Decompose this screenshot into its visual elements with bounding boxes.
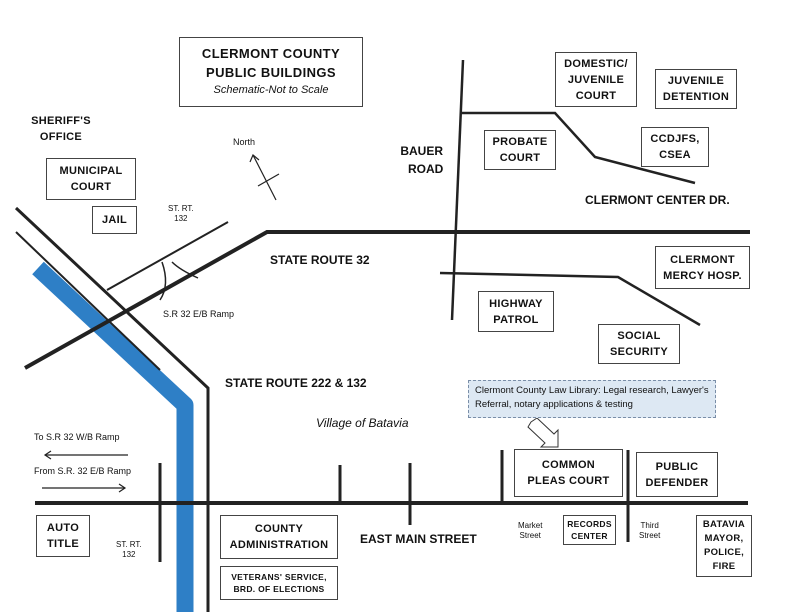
to-wb-ramp-arrow-head: [43, 450, 52, 460]
law-library-arrow: [527, 417, 559, 448]
to-wb-ramp-label: To S.R 32 W/B Ramp: [34, 432, 120, 442]
social-security-line-1: SOCIAL: [617, 330, 661, 342]
compass-crossbar: [257, 173, 280, 187]
village-of-batavia-label: Village of Batavia: [316, 416, 409, 430]
batavia-line-4: FIRE: [712, 561, 736, 572]
interchange-ramp-curve-2: [171, 261, 199, 279]
veterans-line-1: VETERANS' SERVICE,: [231, 572, 327, 582]
veterans-line-2: BRD. OF ELECTIONS: [233, 584, 325, 594]
county-admin-line-1: COUNTY: [254, 523, 304, 535]
market-street-label: Market Street: [518, 521, 542, 541]
st-rt-132-bottom-line-2: 132: [122, 550, 136, 559]
clermont-center-dr-label: CLERMONT CENTER DR.: [585, 193, 730, 207]
bauer-road-label-line-2: ROAD: [408, 162, 444, 176]
common-pleas-line-1: COMMON: [541, 459, 596, 471]
auto-title-line-1: AUTO: [46, 522, 80, 534]
auto-title: AUTO TITLE: [36, 515, 90, 557]
veterans-service-board-of-elections: VETERANS' SERVICE, BRD. OF ELECTIONS: [220, 566, 338, 600]
interchange-ramp-curve: [159, 261, 167, 301]
compass-label: North: [233, 137, 256, 147]
juvenile-detention: JUVENILE DETENTION: [655, 69, 737, 109]
juvenile-detention-line-1: JUVENILE: [667, 75, 725, 87]
title-line-2: PUBLIC BUILDINGS: [206, 65, 336, 80]
st-rt-132-label-bottom: ST. RT. 132: [116, 540, 142, 560]
batavia-line-2: MAYOR,: [704, 533, 744, 544]
juvenile-detention-line-2: DETENTION: [662, 91, 730, 103]
map-subtitle: Schematic-Not to Scale: [213, 84, 329, 96]
records-center: RECORDS CENTER: [563, 515, 616, 545]
state-route-32-label: STATE ROUTE 32: [270, 253, 370, 267]
domestic-court-line-3: COURT: [575, 89, 617, 102]
social-security: SOCIAL SECURITY: [598, 324, 680, 364]
from-eb-ramp-label: From S.R. 32 E/B Ramp: [34, 466, 132, 476]
mercy-hospital-line-1: CLERMONT: [670, 253, 735, 266]
ccdjfs-line-1: CCDJFS,: [650, 133, 700, 145]
highway-patrol-line-2: PATROL: [493, 313, 539, 326]
ccdjfs-line-2: CSEA: [659, 149, 691, 161]
highway-patrol: HIGHWAY PATROL: [478, 291, 554, 332]
state-route-222-road-b: [15, 231, 161, 371]
public-defender-line-1: PUBLIC: [655, 460, 699, 473]
records-center-line-1: RECORDS: [567, 519, 612, 529]
batavia-line-3: POLICE,: [703, 547, 745, 558]
municipal-court: MUNICIPAL COURT: [46, 158, 136, 200]
sr32-eb-ramp-label: S.R 32 E/B Ramp: [163, 309, 235, 319]
municipal-court-line-2: COURT: [70, 181, 112, 193]
third-street-label-line-2: Street: [639, 531, 661, 540]
market-street-label-line-1: Market: [518, 521, 543, 530]
common-pleas-line-2: PLEAS COURT: [527, 475, 610, 487]
bauer-road-label-line-1: BAUER: [400, 144, 443, 158]
domestic-juvenile-court: DOMESTIC/ JUVENILE COURT: [555, 52, 637, 107]
batavia-mayor-police-fire: BATAVIA MAYOR, POLICE, FIRE: [696, 515, 752, 577]
clermont-mercy-hospital: CLERMONT MERCY HOSP.: [655, 246, 750, 289]
state-route-222-label: STATE ROUTE 222 & 132: [225, 376, 367, 390]
auto-title-line-2: TITLE: [46, 538, 80, 550]
clermont-center-drive: [462, 111, 696, 185]
county-administration: COUNTY ADMINISTRATION: [220, 515, 338, 559]
sheriffs-office-line-1: SHERIFF'S: [31, 115, 91, 127]
probate-court: PROBATE COURT: [484, 130, 556, 170]
third-street-label: Third Street: [639, 521, 660, 541]
mercy-road: [439, 271, 701, 327]
market-street-label-line-2: Street: [519, 531, 541, 540]
common-pleas-court: COMMON PLEAS COURT: [514, 449, 623, 497]
ccdjfs-csea: CCDJFS, CSEA: [641, 127, 709, 167]
jail: JAIL: [92, 206, 137, 234]
st-rt-132-label-top: ST. RT. 132: [168, 204, 194, 224]
river: [32, 261, 194, 612]
st-rt-132-top-line-2: 132: [174, 214, 188, 223]
bauer-road-label: BAUER ROAD: [400, 142, 443, 178]
highway-patrol-line-1: HIGHWAY: [489, 297, 543, 310]
title-line-1: CLERMONT COUNTY: [201, 46, 341, 61]
probate-court-line-1: PROBATE: [492, 136, 548, 148]
law-library-note: Clermont County Law Library: Legal resea…: [468, 380, 716, 418]
map-title-box: CLERMONT COUNTY PUBLIC BUILDINGS Schemat…: [179, 37, 363, 107]
domestic-court-line-2: JUVENILE: [567, 73, 625, 86]
probate-court-line-2: COURT: [499, 152, 541, 164]
compass-arrow: [252, 154, 277, 201]
st-rt-132-bottom-line-1: ST. RT.: [116, 540, 142, 549]
public-defender: PUBLIC DEFENDER: [636, 452, 718, 497]
public-defender-line-2: DEFENDER: [645, 476, 709, 489]
state-route-222-road-a: [14, 206, 210, 612]
sheriffs-office: SHERIFF'S OFFICE: [22, 107, 100, 151]
municipal-court-line-1: MUNICIPAL: [59, 165, 123, 177]
social-security-line-2: SECURITY: [609, 346, 669, 358]
batavia-line-1: BATAVIA: [702, 519, 746, 530]
county-admin-line-2: ADMINISTRATION: [229, 539, 329, 551]
east-main-street-label: EAST MAIN STREET: [360, 532, 477, 546]
sheriffs-office-line-2: OFFICE: [39, 131, 83, 143]
third-street-label-line-1: Third: [640, 521, 659, 530]
records-center-line-2: CENTER: [571, 531, 608, 541]
bauer-road: [450, 59, 465, 321]
jail-line-1: JAIL: [101, 214, 128, 226]
st-rt-132-top-line-1: ST. RT.: [168, 204, 194, 213]
state-route-32-road: [24, 230, 750, 370]
from-eb-ramp-arrow-head: [118, 483, 127, 493]
sr32-ramp-road: [106, 221, 229, 291]
domestic-court-line-1: DOMESTIC/: [564, 57, 628, 70]
compass-arrow-head: [249, 154, 260, 163]
mercy-hospital-line-2: MERCY HOSP.: [663, 269, 742, 282]
